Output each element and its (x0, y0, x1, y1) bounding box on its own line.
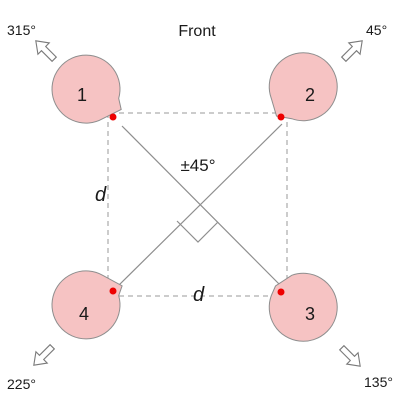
arrow-up-right-icon (340, 40, 363, 63)
arm-rotor1-to-rotor3 (121, 125, 287, 292)
rotor-3: 3 (268, 272, 338, 342)
rotor-3-disc (268, 272, 338, 342)
red-dot-rotor-3 (277, 288, 285, 296)
rotor-4-disc (51, 270, 123, 340)
rotor-1: 1 (51, 54, 122, 124)
dashed-square (107, 112, 288, 297)
direction-arrows (33, 40, 363, 367)
rotor-4: 4 (51, 270, 123, 340)
rotor-4-angle-label: 225° (7, 376, 36, 392)
arm-rotor2-to-rotor4 (115, 123, 283, 289)
rotor-4-number: 4 (79, 304, 89, 324)
arrow-down-right-icon (338, 344, 361, 367)
red-dot-rotor-1 (109, 113, 117, 121)
rotor-1-number: 1 (77, 85, 87, 105)
rotor-3-angle-label: 135° (364, 374, 393, 390)
distance-label-left: d (95, 184, 107, 206)
frame-arms (115, 123, 287, 292)
arrow-down-left-icon (33, 343, 56, 366)
rotor-1-angle-label: 315° (7, 22, 36, 38)
center-angle-label: ±45° (180, 156, 215, 175)
right-angle-marker (176, 220, 219, 243)
distance-label-bottom: d (193, 284, 205, 306)
red-dot-rotor-4 (109, 287, 117, 295)
rotor-2-disc (268, 52, 338, 122)
red-dot-rotor-2 (277, 113, 285, 121)
rotor-2-angle-label: 45° (366, 22, 387, 38)
rotor-2-number: 2 (305, 85, 315, 105)
rotor-2: 2 (268, 52, 338, 122)
front-label: Front (178, 23, 216, 40)
rotor-1-disc (51, 54, 122, 124)
rotor-3-number: 3 (305, 304, 315, 324)
arrow-up-left-icon (35, 40, 58, 63)
junction-dots (109, 113, 285, 296)
